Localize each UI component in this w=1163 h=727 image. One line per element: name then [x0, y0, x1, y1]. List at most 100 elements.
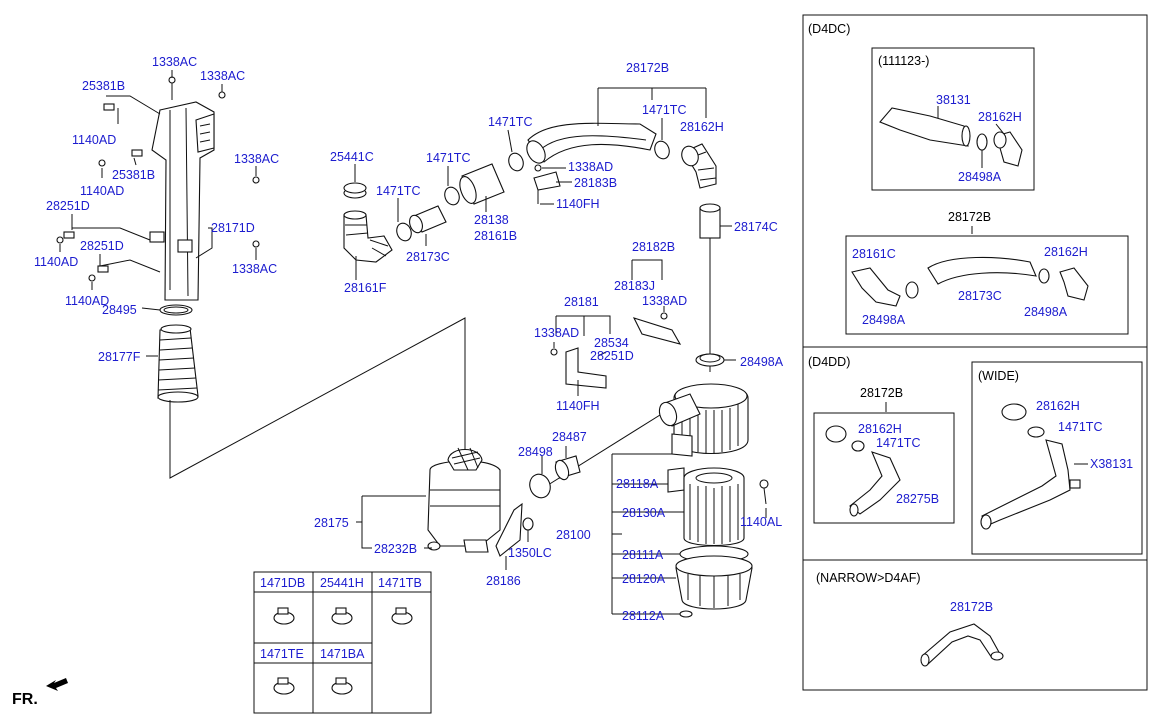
adapter-28487: [554, 455, 581, 481]
clip-label-25441H: 25441H: [320, 576, 364, 590]
hose-38131: [879, 107, 971, 147]
label-1471TC-b: 1471TC: [426, 151, 470, 165]
panel-d4dd-header: (D4DD): [808, 355, 850, 369]
filter-element-28130A: [683, 467, 745, 546]
panel-wide-header: (WIDE): [978, 369, 1019, 383]
label-28111A: 28111A: [622, 548, 664, 562]
hose-28173C: [409, 205, 447, 234]
tube-28138: [459, 163, 505, 205]
fr-arrow-icon: [46, 678, 68, 691]
bolt-1140AL: [759, 479, 769, 505]
label-28498A-group-b: 28498A: [1024, 305, 1068, 319]
clamp-25441C: [343, 182, 367, 199]
panel-d4dd-title: 28172B: [860, 386, 903, 400]
long-hose-28173C-top: [526, 122, 657, 164]
clip-label-1471TE: 1471TE: [260, 647, 304, 661]
air-cleaner-housing-28100: [658, 383, 749, 457]
label-1471TC-c: 1471TC: [488, 115, 532, 129]
label-1338AC-a: 1338AC: [152, 55, 197, 69]
label-28175: 28175: [314, 516, 349, 530]
label-28498A-group-a: 28498A: [862, 313, 906, 327]
label-1338AC-d: 1338AC: [232, 262, 277, 276]
label-1140FH-b: 1140FH: [556, 399, 600, 413]
label-28162H-d4dd: 28162H: [858, 422, 902, 436]
clamp-1471TC-c: [508, 152, 524, 172]
label-1350LC: 1350LC: [508, 546, 552, 560]
elbow-hose-28161F: [343, 210, 393, 263]
label-28162H-wide: 28162H: [1036, 399, 1080, 413]
label-X38131: X38131: [1090, 457, 1133, 471]
label-28162H: 28162H: [680, 120, 724, 134]
label-38131: 38131: [936, 93, 971, 107]
label-1338AC-b: 1338AC: [200, 69, 245, 83]
grommet-1350LC: [522, 517, 534, 531]
label-28182B: 28182B: [632, 240, 675, 254]
clamp-1471TC-d: [654, 140, 670, 160]
clip-icon-1471TE: [273, 677, 295, 695]
label-28275B: 28275B: [896, 492, 939, 506]
label-28130A: 28130A: [622, 506, 666, 520]
group-28172B-title: 28172B: [948, 210, 991, 224]
label-1471TC-wide: 1471TC: [1058, 420, 1102, 434]
label-28161C: 28161C: [852, 247, 896, 261]
left-leaders: [59, 70, 257, 357]
left-fasteners: [56, 76, 260, 282]
part-labels: 1338AC 1338AC 25381B 1140AD 25381B 1140A…: [34, 55, 784, 623]
clip-icon-1471TB: [391, 607, 413, 625]
group-28172B-parts: [851, 256, 1089, 307]
clip-icon-25441H: [331, 607, 353, 625]
top-leaders: [354, 87, 732, 280]
label-28251D-c: 28251D: [590, 349, 634, 363]
label-28120A: 28120A: [622, 572, 666, 586]
label-1140AD-a: 1140AD: [72, 133, 116, 147]
clamp-1471TC-b: [444, 186, 460, 206]
label-28183B: 28183B: [574, 176, 617, 190]
label-28174C: 28174C: [734, 220, 778, 234]
bracket-28181: [550, 347, 607, 389]
label-28118A: 28118A: [616, 477, 659, 491]
label-1140FH-a: 1140FH: [556, 197, 600, 211]
label-28251D-a: 28251D: [46, 199, 90, 213]
label-1140AD-d: 1140AD: [65, 294, 109, 308]
label-28183J: 28183J: [614, 279, 655, 293]
label-28138: 28138: [474, 213, 509, 227]
label-25381B-b: 25381B: [112, 168, 155, 182]
label-1471TC-d: 1471TC: [642, 103, 686, 117]
label-1338AC-c: 1338AC: [234, 152, 279, 166]
clip-icon-1471BA: [331, 677, 353, 695]
label-1140AL: 1140AL: [740, 515, 782, 529]
label-28173C-group: 28173C: [958, 289, 1002, 303]
duct-clamp-28495: [159, 304, 193, 316]
drain-28232B: [427, 541, 441, 551]
narrow-hose: [920, 623, 1004, 667]
label-1338AD-c: 1338AD: [534, 326, 579, 340]
label-28161B: 28161B: [474, 229, 517, 243]
bellows-hose-28177F: [157, 324, 199, 403]
d4dd-parts: [825, 425, 901, 517]
bracket-28186: [495, 502, 523, 557]
elbow-28162H-d4dc: [993, 131, 1023, 167]
label-1471TC-d4dd: 1471TC: [876, 436, 920, 450]
elbow-28162H: [681, 143, 717, 189]
resonator-leaders: [356, 446, 567, 570]
label-28232B: 28232B: [374, 542, 417, 556]
label-1140AD-c: 1140AD: [34, 255, 78, 269]
label-28181: 28181: [564, 295, 599, 309]
clip-label-1471TB: 1471TB: [378, 576, 422, 590]
variant-panels: (D4DC) (111123-) 38131 28162H 28498A 281…: [802, 14, 1148, 691]
label-1471TC-a: 1471TC: [376, 184, 420, 198]
wide-parts: [980, 403, 1081, 530]
label-28172B: 28172B: [626, 61, 669, 75]
clip-label-1471DB: 1471DB: [260, 576, 305, 590]
clip-label-1471BA: 1471BA: [320, 647, 365, 661]
label-28487: 28487: [552, 430, 587, 444]
bracket-28182B: [632, 312, 682, 345]
label-28498: 28498: [518, 445, 553, 459]
bracket-28183B: [533, 164, 561, 204]
clamp-1471TC-a: [396, 222, 412, 242]
label-28173C: 28173C: [406, 250, 450, 264]
middle-leaders: [553, 259, 665, 396]
air-cleaner-leaders: [611, 453, 767, 615]
panel-d4dc-header: (D4DC): [808, 22, 850, 36]
